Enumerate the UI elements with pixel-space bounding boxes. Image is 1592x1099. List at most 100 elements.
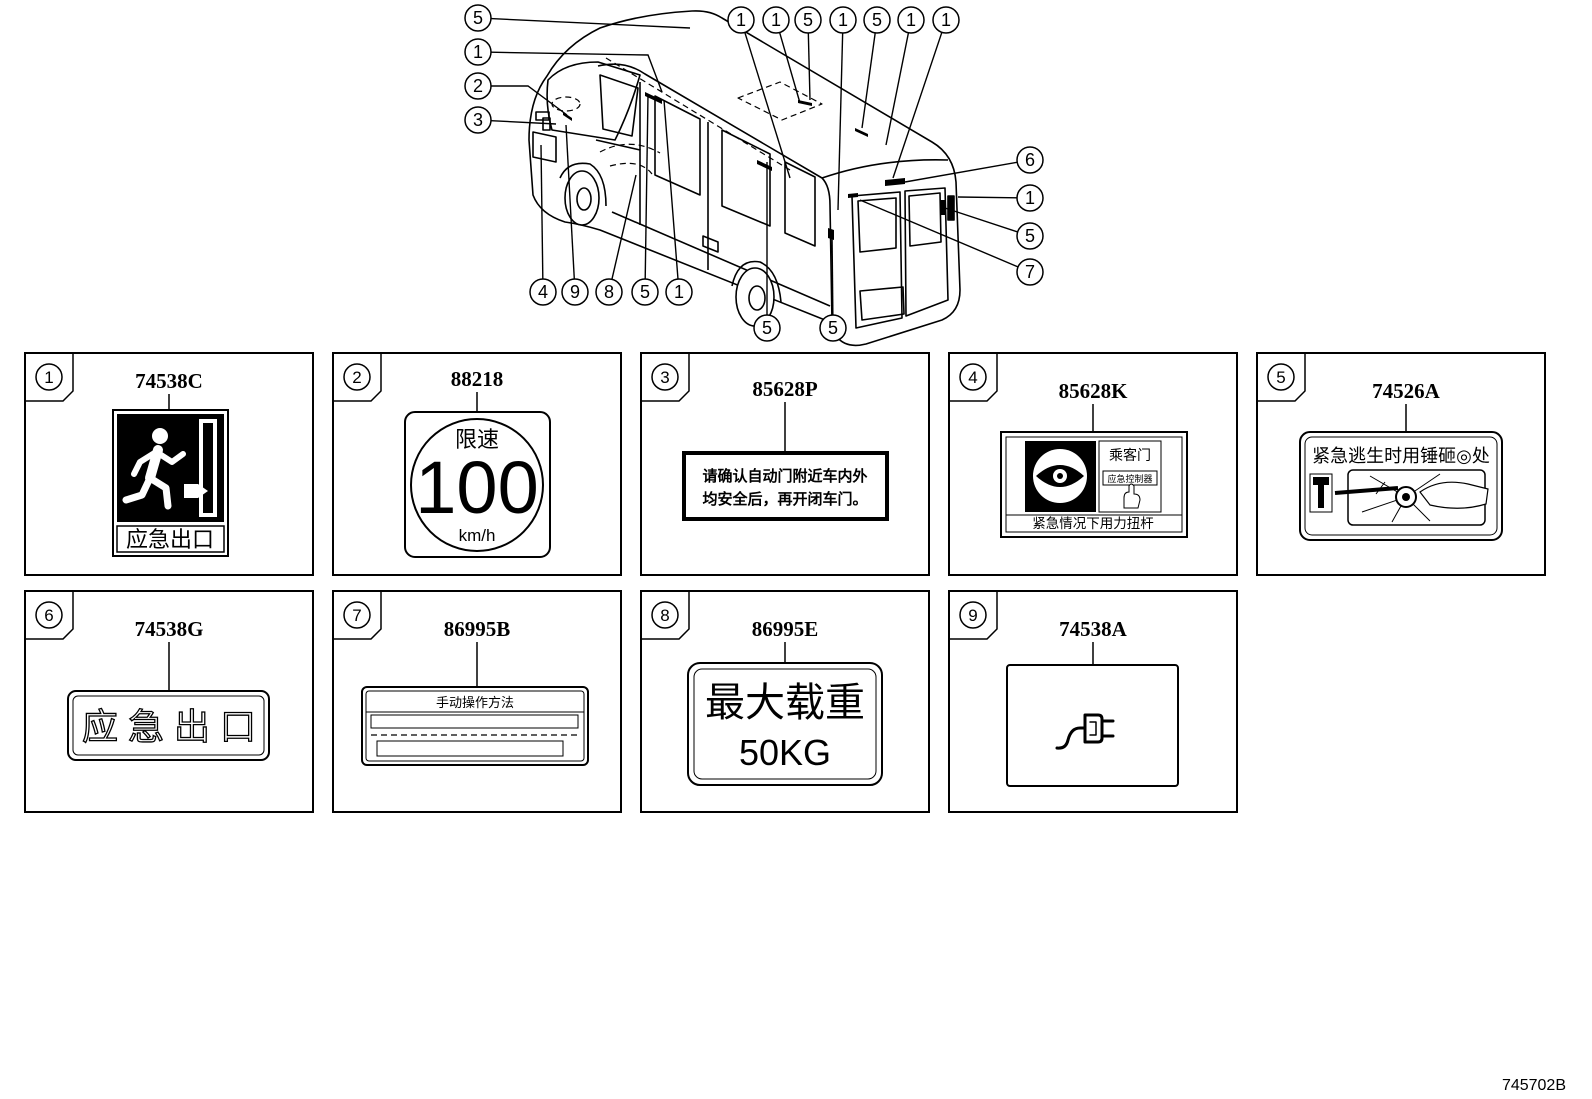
van-callout: 1 [464,38,663,93]
ref-tab [949,591,998,640]
ref-number-badge [343,363,371,391]
van-tail-light [947,195,955,221]
passenger-door-emergency-sign: 乘客门 应急控制器 紧急情况下用力扭杆 [1000,431,1188,538]
ref-number-badge [343,601,371,629]
callout-leader [957,196,1018,199]
callout-badge [897,6,925,34]
speed-limit-sign: 限速 100 km/h [404,411,551,558]
ref-tab [25,591,74,640]
van-callout: 3 [464,106,557,134]
callout-badge [529,278,557,306]
callout-badge [1016,222,1044,250]
callout-leader [892,32,943,179]
max-load-sign: 最大载重 50KG [687,662,883,786]
callout-number: 9 [570,282,580,302]
callout-leader [644,94,649,280]
van-side-window-3 [784,161,816,247]
callout-leader [744,32,791,179]
ref-tab [641,591,690,640]
max-load-value: 50KG [739,732,831,773]
eye-icon [1033,449,1087,503]
label-panel-7: 7 86995B 手动操作方法 [332,590,622,813]
controller-caption: 应急控制器 [1107,473,1152,484]
part-number-label[interactable]: 86995B [444,617,511,641]
van-grille [532,131,557,163]
callout-number: 5 [872,10,882,30]
callout-leader [837,32,844,211]
manual-operation-label: 手动操作方法 [361,686,589,766]
van-callout: 5 [464,4,691,32]
sign-text-line-1: 请确认自动门附近车内外 [702,467,867,485]
callout-number: 6 [1025,150,1035,170]
van-rear-window-left [857,197,897,253]
van-callout: 5 [631,94,659,306]
sign-text: 应急出口 [126,527,214,552]
van-callout: 1 [663,99,693,306]
label-panel-6: 6 74538G 应急出口 [24,590,314,813]
van-callout: 5 [794,6,822,101]
van-rear-window-right [908,192,942,247]
callout-number: 4 [538,282,548,302]
sign-text-line-2: 均安全后，再开闭车门。 [702,490,867,508]
hand-icon [1123,483,1141,509]
callout-leader [490,119,557,125]
ref-number: 2 [352,368,361,387]
van-fuel-door [702,235,719,253]
callout-badge [829,6,857,34]
hammer-icon [1309,473,1333,513]
target-icon [1395,486,1417,508]
emergency-exit-sign: 应急出口 [112,409,229,557]
ref-number: 3 [660,368,669,387]
ref-number: 5 [1276,368,1285,387]
van-callout: 1 [727,6,791,179]
van-rear-fender [731,260,782,303]
ref-number-badge [35,601,63,629]
van-callout: 5 [819,231,847,342]
ref-number-badge [959,363,987,391]
callout-leader [663,99,679,280]
van-callout: 6 [904,146,1044,183]
speed-limit-caption: 限速 [455,427,499,452]
van-rear-door-left [851,191,903,329]
exit-door-icon [199,419,217,517]
ref-tab [949,353,998,402]
van-windshield [546,61,641,141]
callout-badge [727,6,755,34]
callout-leader [807,32,811,101]
van-roof-near-edge [597,63,823,179]
van-rub-strip [611,211,831,307]
part-number-label[interactable]: 74538C [135,369,203,393]
van-rear-hub [748,285,766,311]
label-panel-8: 8 86995E 最大载重 50KG [640,590,930,813]
part-number-label[interactable]: 74538A [1059,617,1128,641]
callout-leader [944,207,1018,233]
label-title: 手动操作方法 [436,695,514,710]
part-number-label[interactable]: 85628K [1059,379,1129,403]
van-side-window-1 [654,95,701,196]
part-number-label[interactable]: 74526A [1372,379,1441,403]
max-load-caption: 最大载重 [705,681,865,725]
callout-number: 1 [473,42,483,62]
part-number-label[interactable]: 74538G [135,617,204,641]
part-number-label[interactable]: 86995E [752,617,819,641]
callout-badge [561,278,589,306]
van-callout: 1 [762,6,801,104]
ref-number-badge [651,363,679,391]
speed-limit-value: 100 [415,446,538,529]
callout-leader [491,85,568,116]
van-label-marks [563,92,946,240]
part-number-label[interactable]: 88218 [451,367,504,391]
callout-badge [1016,146,1044,174]
ref-number: 1 [44,368,53,387]
callout-badge [464,106,492,134]
van-rear-bumper [859,286,905,321]
van-callout: 5 [861,6,891,129]
part-number-label[interactable]: 85628P [752,377,818,401]
power-outlet-sign [1006,664,1179,787]
callout-leader [611,174,637,280]
van-callout: 5 [753,162,781,342]
van-front-wheel [564,170,600,226]
callout-number: 5 [1025,226,1035,246]
callout-leader [859,199,1019,268]
